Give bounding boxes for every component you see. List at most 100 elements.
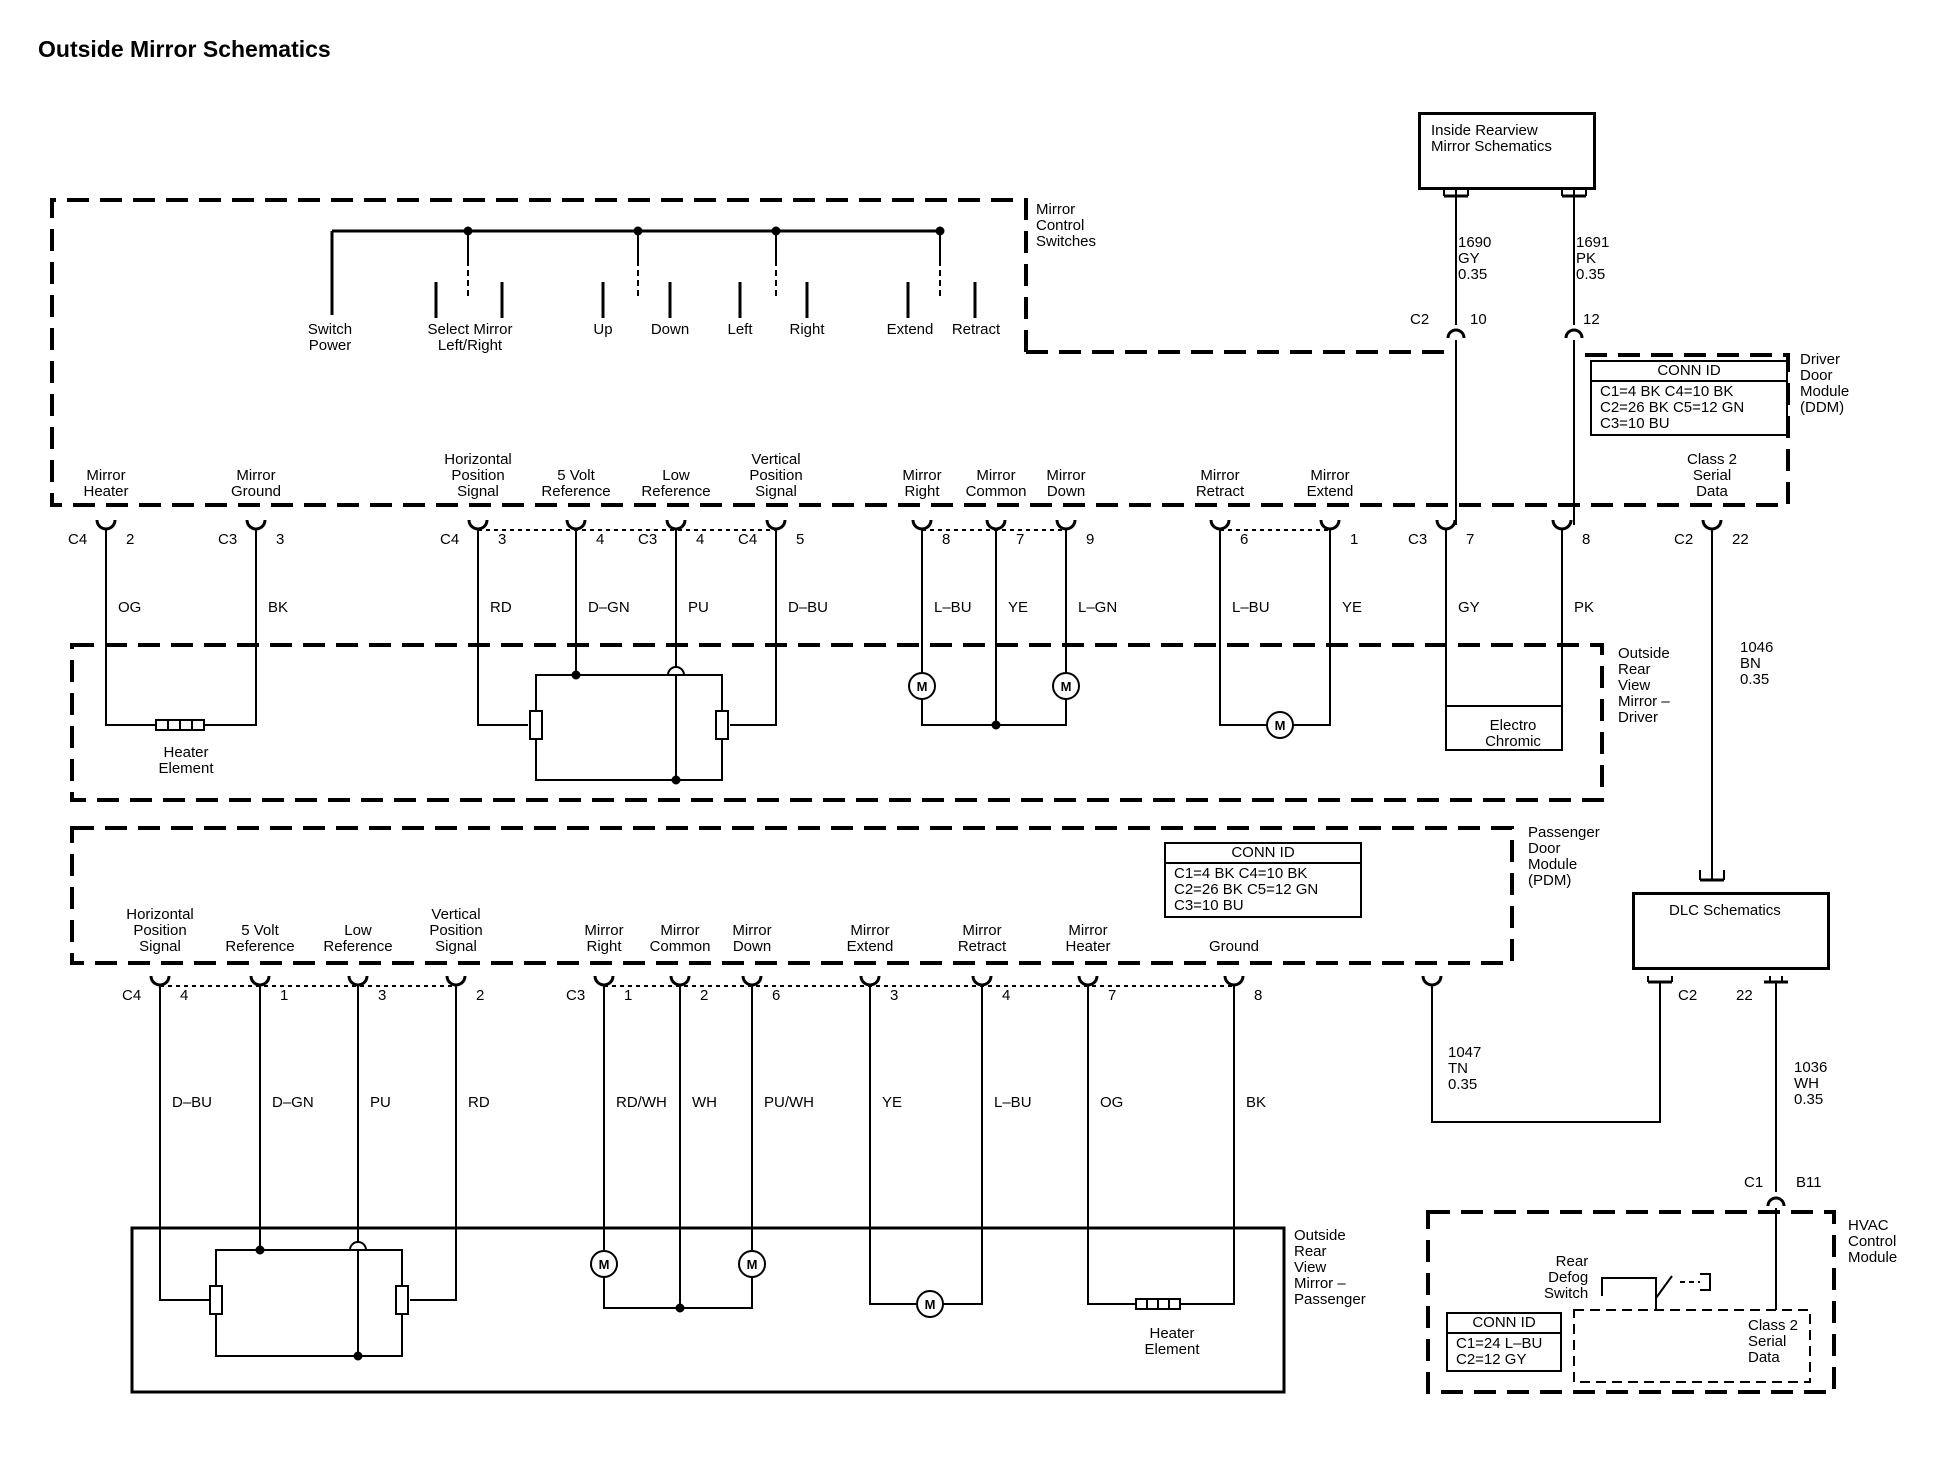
mirror-control-switches-label: Mirror Control Switches xyxy=(1036,201,1097,250)
pdm-pin-number: 1 xyxy=(280,987,289,1004)
junction-dot xyxy=(675,1303,685,1313)
pdm-conn-id-table: CONN ID C1=4 BK C4=10 BK C2=26 BK C5=12 … xyxy=(1164,842,1362,918)
wire-1047: 1047 TN 0.35 xyxy=(1448,1044,1482,1093)
ddm-wire-color: RD xyxy=(490,599,512,616)
wire-1690: 1690 GY 0.35 xyxy=(1458,234,1492,283)
connector-symbol xyxy=(665,519,687,531)
wire xyxy=(477,530,528,726)
switch-down-label: Down xyxy=(650,321,690,338)
connector-symbol xyxy=(669,975,691,987)
ddm-pin-label: Mirror Ground xyxy=(230,467,282,500)
pdm-pin-number: 7 xyxy=(1108,987,1117,1004)
pdm-pin-label: Horizontal Position Signal xyxy=(126,906,194,955)
connector-symbol xyxy=(859,975,881,987)
ddm-pin-number: 3 xyxy=(276,531,285,548)
pdm-pin-label: Mirror Down xyxy=(732,922,772,955)
inside-rearview-label: Inside Rearview Mirror Schematics xyxy=(1431,122,1552,155)
motor-symbol-letter: M xyxy=(747,1257,758,1272)
connector-symbol xyxy=(911,519,933,531)
pdm-wire-color: PU xyxy=(370,1094,391,1111)
pdm-wire-color: L–BU xyxy=(994,1094,1032,1111)
ddm-conn-label: C3 xyxy=(1408,531,1428,548)
ddm-conn-id-header: CONN ID xyxy=(1592,362,1786,382)
ddm-pin-label: Mirror Down xyxy=(1046,467,1086,500)
ddm-pin-label: Mirror Extend xyxy=(1306,467,1354,500)
connector-symbol xyxy=(1435,519,1457,531)
pdm-wire-color: BK xyxy=(1246,1094,1267,1111)
ddm-wire-color: OG xyxy=(118,599,142,616)
pdm-wire-color: D–GN xyxy=(272,1094,314,1111)
ddm-pin-number: 6 xyxy=(1240,531,1249,548)
pdm-conn-label: C4 xyxy=(122,987,142,1004)
junction-dot xyxy=(991,720,1001,730)
ddm-wire-color: L–BU xyxy=(934,599,972,616)
connector-symbol xyxy=(249,975,271,987)
ddm-pin-label: Mirror Right xyxy=(902,467,942,500)
ddm-pin-label: Mirror Retract xyxy=(1195,467,1245,500)
motor-symbol-letter: M xyxy=(1061,679,1072,694)
electro-chromic-box xyxy=(1445,705,1563,751)
pdm-pin-number: 8 xyxy=(1254,987,1263,1004)
connector-symbol xyxy=(1421,975,1443,987)
pdm-box xyxy=(70,826,1514,965)
motor-symbol-letter: M xyxy=(1275,718,1286,733)
defog-switch-wire xyxy=(1601,1277,1657,1310)
switch-left-label: Left xyxy=(727,321,753,338)
ddm-pin-number: 7 xyxy=(1016,531,1025,548)
ddm-pin-number: 22 xyxy=(1732,531,1749,548)
hvac-conn-id-table: CONN ID C1=24 L–BU C2=12 GY xyxy=(1446,1312,1562,1372)
wire xyxy=(1180,986,1235,1305)
motor-symbol xyxy=(738,1250,766,1278)
connector-symbol xyxy=(95,519,117,531)
hvac-c1: C1 xyxy=(1744,1174,1764,1191)
connector-symbol xyxy=(1055,519,1077,531)
hvac-class2-label: Class 2 Serial Data xyxy=(1748,1317,1799,1366)
ddm-pin-number: 1 xyxy=(1350,531,1359,548)
ddm-pin-number: 8 xyxy=(942,531,951,548)
position-sensor-box xyxy=(535,674,723,781)
wire xyxy=(159,986,210,1301)
ddm-conn-label: C3 xyxy=(218,531,238,548)
ddm-conn-id-row: C2=26 BK C5=12 GN xyxy=(1600,399,1745,416)
rear-defog-label: Rear Defog Switch xyxy=(1544,1253,1589,1302)
pdm-pin-label: Mirror Extend xyxy=(846,922,894,955)
switch-up-label: Up xyxy=(593,321,613,338)
connector-symbol xyxy=(467,519,489,531)
ddm-conn-label: C3 xyxy=(638,531,658,548)
ddm-wire-color: PU xyxy=(688,599,709,616)
connector-symbol xyxy=(1551,519,1573,531)
connector-symbol xyxy=(971,975,993,987)
wire-crossover xyxy=(667,666,685,676)
ddm-wire-color: D–BU xyxy=(788,599,829,616)
pdm-pin-number: 2 xyxy=(476,987,485,1004)
driver-mirror-box xyxy=(70,643,1604,802)
switch-power-label: Switch Power xyxy=(307,321,353,354)
ddm-pin-number: 2 xyxy=(126,531,135,548)
switch-extend-label: Extend xyxy=(886,321,934,338)
ddm-box xyxy=(50,198,1790,507)
pdm-pin-label: Ground xyxy=(1208,938,1260,955)
wire xyxy=(1219,530,1266,726)
position-sensor-symbol xyxy=(395,1285,409,1315)
pdm-wire-color: OG xyxy=(1100,1094,1124,1111)
pdm-conn-label: C3 xyxy=(566,987,586,1004)
pdm-pin-number: 3 xyxy=(378,987,387,1004)
connector-symbol xyxy=(741,975,763,987)
pdm-pin-number: 4 xyxy=(1002,987,1011,1004)
ddm-pin-number: 8 xyxy=(1582,531,1591,548)
ddm-pin-number: 4 xyxy=(696,531,705,548)
pdm-pin-label: Mirror Heater xyxy=(1065,922,1111,955)
passenger-heater-label: Heater Element xyxy=(1144,1325,1200,1358)
switch-right-label: Right xyxy=(789,321,825,338)
pin-12: 12 xyxy=(1583,311,1600,328)
pdm-pin-number: 6 xyxy=(772,987,781,1004)
connector-symbol xyxy=(1077,975,1099,987)
pdm-wire-color: PU/WH xyxy=(764,1094,814,1111)
defog-switch-button xyxy=(1700,1273,1711,1291)
hvac-conn-id-row: C2=12 GY xyxy=(1456,1351,1527,1368)
hvac-inner-box xyxy=(1573,1309,1811,1383)
ddm-pin-label: Vertical Position Signal xyxy=(749,451,803,500)
ddm-conn-label: C4 xyxy=(738,531,758,548)
inside-rearview-box: Inside Rearview Mirror Schematics xyxy=(1418,112,1596,190)
